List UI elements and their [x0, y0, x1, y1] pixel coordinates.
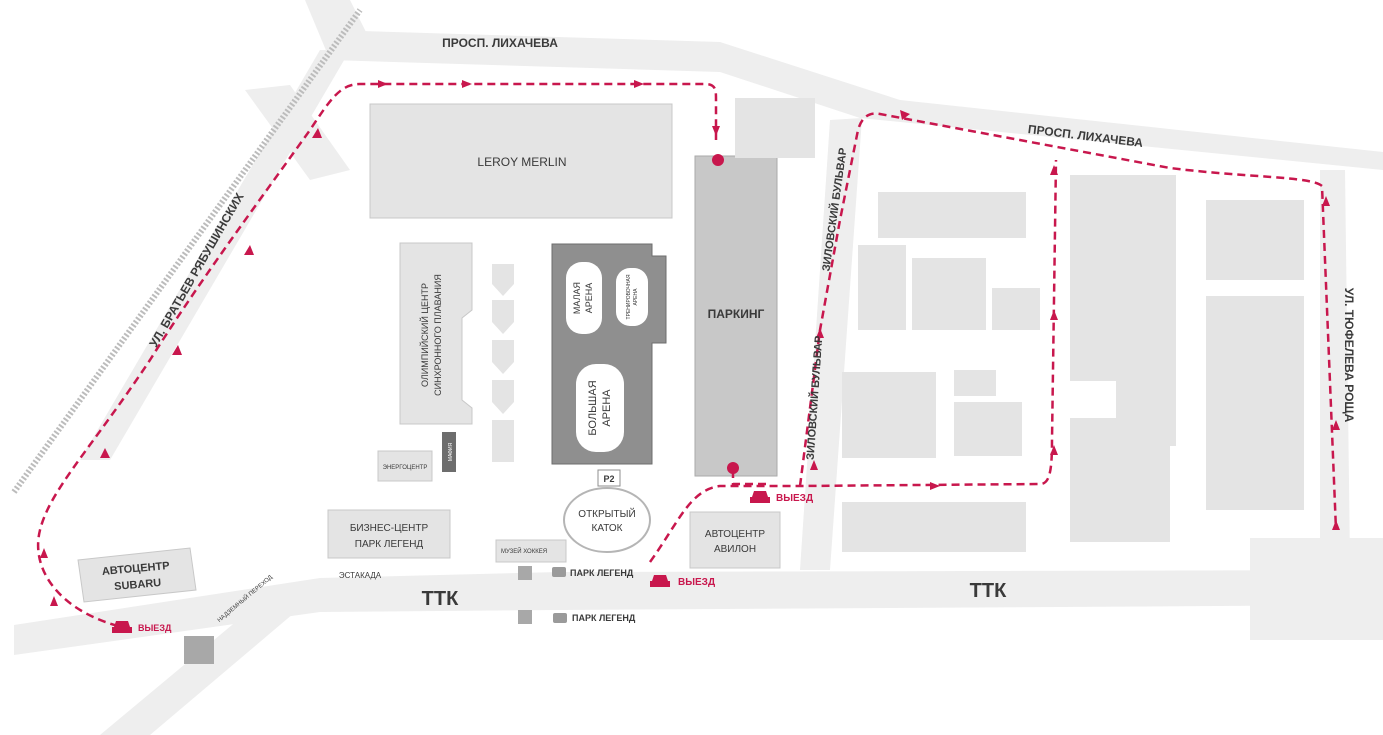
road-likhacheva-top — [330, 30, 1383, 170]
route-path-parking-exit — [731, 470, 770, 486]
route-point-parking-top — [712, 154, 724, 166]
label-olympic-line1: ОЛИМПИЙСКИЙ ЦЕНТР — [419, 283, 430, 387]
stairs-icon — [184, 636, 214, 664]
route-point-parking-bottom — [727, 462, 739, 474]
road-estakada-label: ЭСТАКАДА — [339, 571, 382, 580]
street-likhacheva-top: ПРОСП. ЛИХАЧЕВА — [442, 36, 558, 50]
route-path-main — [648, 112, 1338, 563]
building-energy-center — [377, 450, 433, 482]
label-p2: P2 — [603, 474, 614, 484]
label-subaru-line2: SUBARU — [114, 577, 162, 593]
label-big-arena-line2: АРЕНА — [601, 389, 613, 427]
building-avtocentr-subaru — [77, 547, 197, 603]
label-parking: ПАРКИНГ — [708, 307, 765, 321]
building-open-rink — [563, 487, 651, 553]
exit-2: ВЫЕЗД — [650, 575, 715, 588]
road-ttk-right-label: ТТК — [970, 580, 1007, 602]
road-zilovsky — [800, 118, 862, 570]
road-lower-right — [1250, 538, 1383, 640]
building-avtocentr-avilon — [689, 511, 781, 569]
label-mafia: МАФИЯ — [448, 442, 454, 461]
arena-small — [566, 262, 602, 334]
building-p2 — [597, 469, 621, 487]
bus-stop-label: ПАРК ЛЕГЕНД — [572, 613, 636, 623]
road-top-corner — [305, 0, 380, 60]
label-open-rink-line1: ОТКРЫТЫЙ — [578, 507, 635, 520]
building-olympic-center — [399, 242, 473, 425]
bus-stop-label: ПАРК ЛЕГЕНД — [570, 568, 634, 578]
label-small-arena-line2: АРЕНА — [584, 283, 594, 314]
road-bottom-left — [100, 608, 300, 735]
label-business-center-line2: ПАРК ЛЕГЕНД — [355, 539, 424, 550]
route-arrows — [40, 80, 1340, 606]
road-ttk — [14, 570, 1383, 655]
arenas — [566, 262, 648, 452]
label-leroy-merlin: LEROY MERLIN — [477, 155, 566, 169]
label-olympic-line2: СИНХРОННОГО ПЛАВАНИЯ — [433, 274, 443, 396]
route — [36, 82, 1338, 628]
pedestrian-icon — [518, 610, 532, 624]
car-icon — [112, 621, 132, 633]
building-labels: LEROY MERLIN ПАРКИНГ ОЛИМПИЙСКИЙ ЦЕНТР С… — [101, 155, 765, 593]
road-ryabushinskikh — [80, 50, 350, 460]
label-training-arena-line1: ТРЕНИРОВОЧНАЯ — [626, 274, 632, 319]
arena-big — [576, 364, 624, 452]
exit-label: ВЫЕЗД — [776, 493, 813, 504]
bus-icon — [552, 567, 566, 577]
label-avilon-line2: АВИЛОН — [714, 544, 756, 555]
roads — [14, 0, 1383, 735]
bus-icon — [553, 613, 567, 623]
car-icon — [750, 491, 770, 503]
label-subaru-line1: АВТОЦЕНТР — [101, 560, 170, 578]
building-mafia — [442, 432, 456, 472]
exit-label: ВЫЕЗД — [678, 577, 715, 588]
street-ryabushinskikh: УЛ. БРАТЬЕВ РЯБУШИНСКИХ — [147, 190, 247, 349]
label-small-arena-line1: МАЛАЯ — [572, 282, 582, 314]
label-energy-center: ЭНЕРГОЦЕНТР — [383, 465, 428, 471]
stands-chevrons — [492, 264, 514, 462]
building-leroy-merlin — [369, 103, 673, 219]
label-avilon-line1: АВТОЦЕНТР — [705, 529, 766, 540]
route-path-left — [36, 82, 718, 628]
label-hockey-museum: МУЗЕЙ ХОККЕЯ — [501, 547, 547, 555]
building-business-center — [327, 509, 451, 559]
building-parking — [694, 155, 778, 477]
bus-stop-1: ПАРК ЛЕГЕНД — [552, 567, 634, 578]
label-big-arena-line1: БОЛЬШАЯ — [587, 380, 599, 435]
road-ttk-left-label: ТТК — [422, 588, 459, 610]
building-blocks-right — [735, 98, 1304, 552]
pedestrian-icon — [518, 566, 532, 580]
exit-1: ВЫЕЗД — [112, 621, 172, 633]
road-upper-left — [245, 85, 350, 180]
bus-stop-2: ПАРК ЛЕГЕНД — [553, 613, 636, 623]
building-hockey-museum — [495, 539, 567, 563]
label-training-arena-line2: АРЕНА — [633, 288, 639, 306]
exit-3: ВЫЕЗД — [750, 491, 813, 504]
label-business-center-line1: БИЗНЕС-ЦЕНТР — [350, 523, 429, 534]
railway — [11, 8, 363, 494]
arena-training — [616, 268, 648, 326]
street-tufeleva: УЛ. ТЮФЕЛЕВА РОЩА — [1342, 288, 1356, 423]
exit-label: ВЫЕЗД — [138, 623, 172, 633]
road-tufeleva — [1320, 170, 1350, 560]
car-icon — [650, 575, 670, 587]
label-open-rink-line2: КАТОК — [592, 523, 623, 534]
